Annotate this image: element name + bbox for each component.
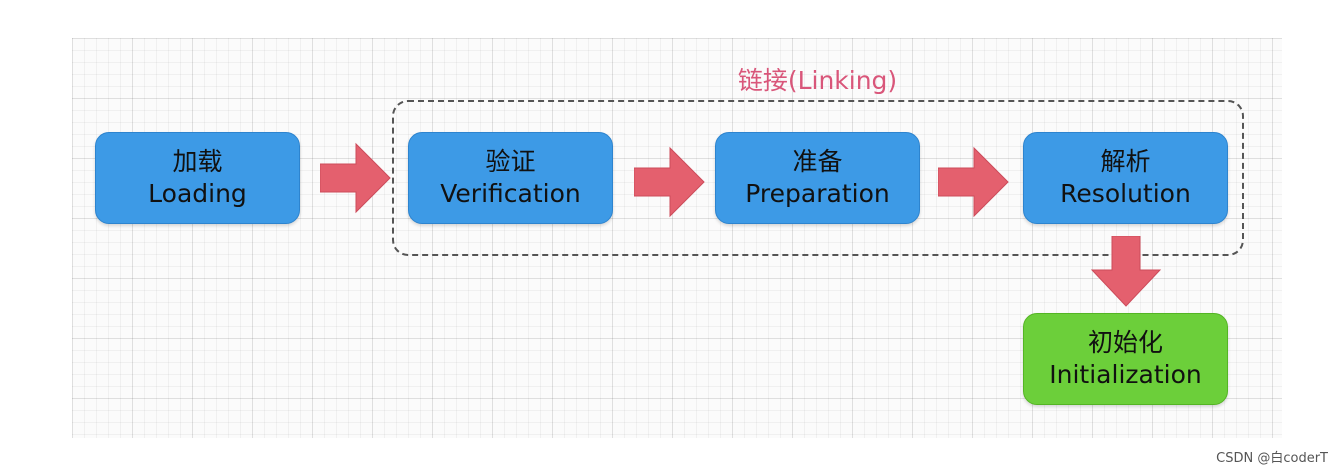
- node-verification: 验证 Verification: [408, 132, 613, 224]
- grid-canvas: [72, 38, 1282, 438]
- node-initialization-en: Initialization: [1049, 360, 1202, 389]
- node-verification-zh: 验证: [485, 147, 536, 176]
- node-loading-en: Loading: [148, 179, 247, 208]
- node-resolution-zh: 解析: [1100, 147, 1151, 176]
- node-loading: 加载 Loading: [95, 132, 300, 224]
- arrow-resolution-to-initialization: [1090, 236, 1162, 307]
- arrow-verification-to-preparation: [634, 146, 705, 218]
- node-loading-zh: 加载: [172, 147, 223, 176]
- node-initialization-zh: 初始化: [1087, 328, 1163, 357]
- node-resolution: 解析 Resolution: [1023, 132, 1228, 224]
- node-resolution-en: Resolution: [1060, 179, 1191, 208]
- arrow-loading-to-verification: [320, 142, 391, 214]
- node-preparation-zh: 准备: [792, 147, 843, 176]
- linking-group-box: [392, 100, 1244, 256]
- node-preparation-en: Preparation: [745, 179, 890, 208]
- node-initialization: 初始化 Initialization: [1023, 313, 1228, 405]
- node-preparation: 准备 Preparation: [715, 132, 920, 224]
- node-verification-en: Verification: [440, 179, 581, 208]
- watermark-text: CSDN @白coderT: [1216, 451, 1328, 466]
- arrow-preparation-to-resolution: [938, 146, 1009, 218]
- linking-group-label: 链接(Linking): [737, 66, 898, 95]
